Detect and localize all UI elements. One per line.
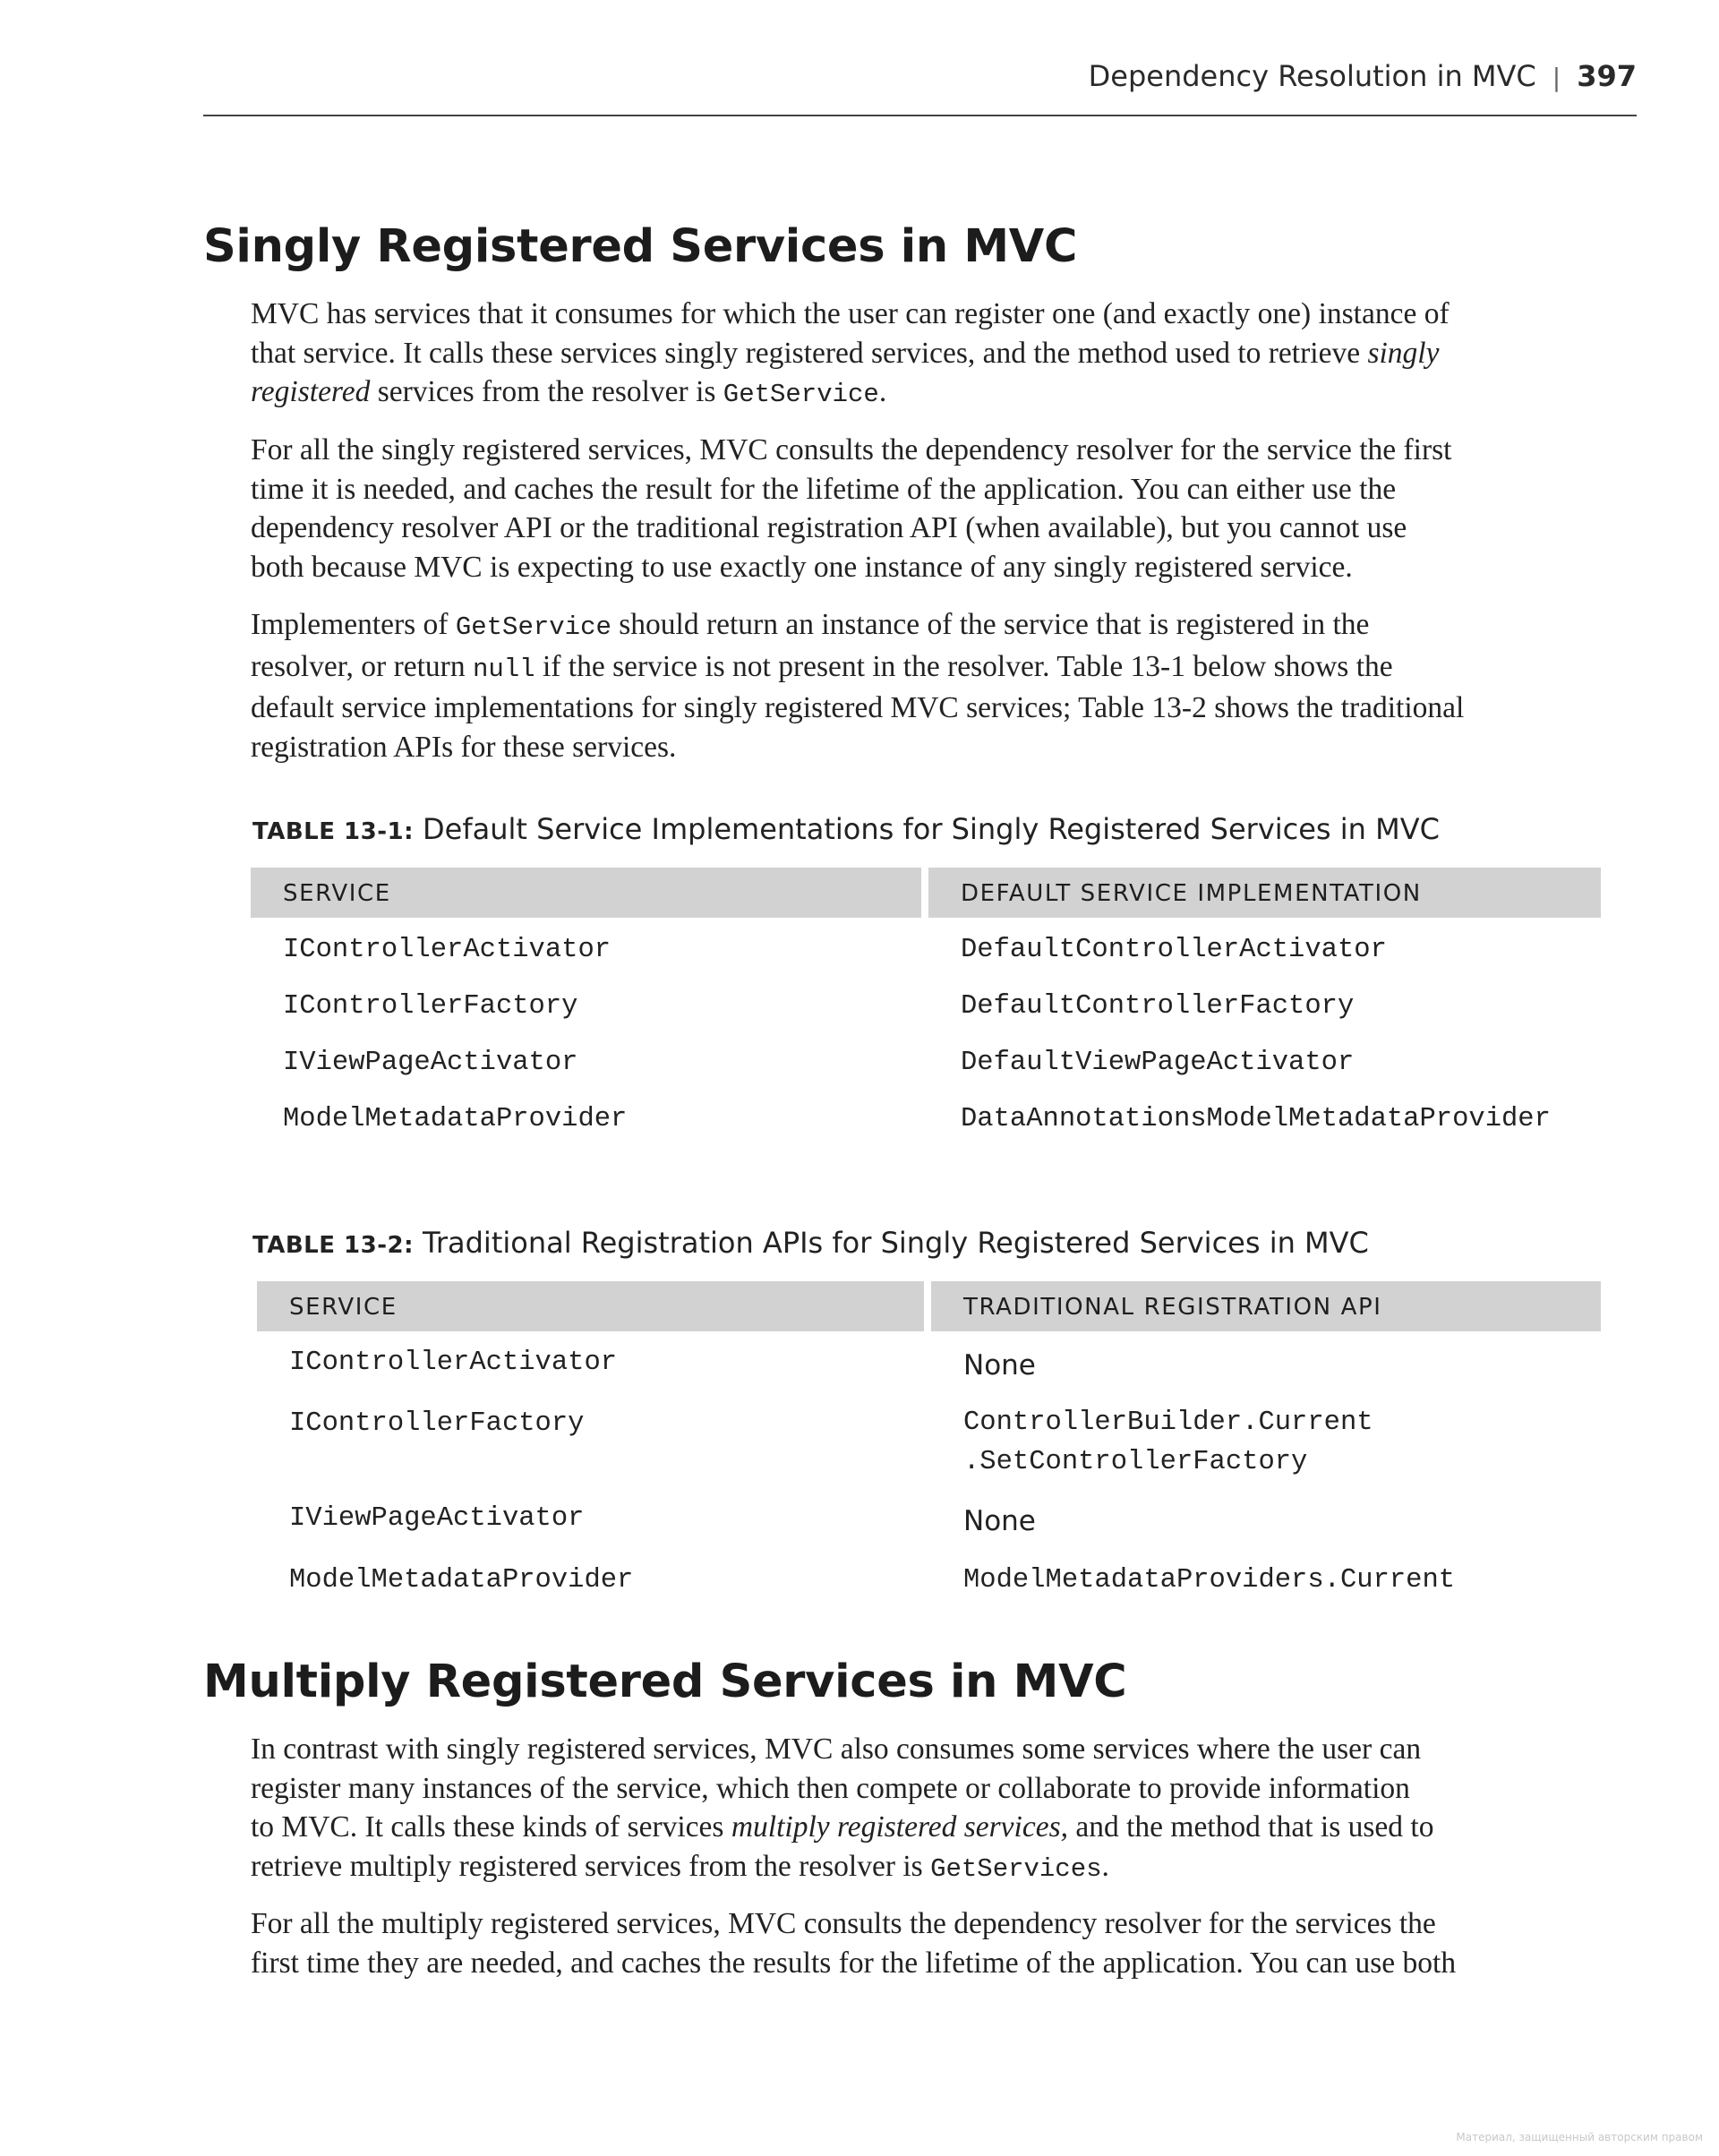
- text-line: time it is needed, and caches the result…: [251, 472, 1397, 506]
- text-line: registration APIs for these services.: [251, 730, 677, 764]
- table-2-label: TABLE 13-2:: [252, 1232, 414, 1259]
- table-1-row-service: IControllerFactory: [283, 991, 578, 1022]
- text-run: should return an instance of the service…: [611, 608, 1370, 641]
- text-line: that service. It calls these services si…: [251, 334, 1612, 373]
- table-2-row-api: None: [963, 1349, 1036, 1382]
- table-1-row-service: IControllerActivator: [283, 935, 611, 965]
- column-header: SERVICE: [289, 1294, 398, 1321]
- table-1-header-service: SERVICE: [251, 868, 921, 918]
- text-run: resolver, or return: [251, 649, 473, 683]
- table-2-header-service: SERVICE: [257, 1281, 924, 1331]
- text-run: to MVC. It calls these kinds of services: [251, 1810, 731, 1844]
- text-line: register many instances of the service, …: [251, 1771, 1410, 1805]
- text-run: retrieve multiply registered services fr…: [251, 1849, 931, 1883]
- code-getservices: GetServices: [930, 1853, 1102, 1884]
- text-line: For all the multiply registered services…: [251, 1907, 1436, 1940]
- text-line: default service implementations for sing…: [251, 691, 1465, 724]
- text-line: retrieve multiply registered services fr…: [251, 1847, 1612, 1889]
- table-1-row-implementation: DefaultControllerFactory: [961, 991, 1355, 1022]
- table-2-row-service: IViewPageActivator: [289, 1503, 585, 1534]
- running-header: Dependency Resolution in MVC | 397: [203, 52, 1637, 116]
- paragraph-singly-intro: MVC has services that it consumes for wh…: [251, 295, 1612, 415]
- text-line: registered services from the resolver is…: [251, 372, 1612, 415]
- table-1-label: TABLE 13-1:: [252, 818, 414, 845]
- text-line: In contrast with singly registered servi…: [251, 1732, 1422, 1766]
- text-run: that service. It calls these services si…: [251, 336, 1368, 370]
- emphasis: multiply registered services,: [731, 1810, 1068, 1844]
- paragraph-singly-implementers: Implementers of GetService should return…: [251, 605, 1612, 766]
- column-header: SERVICE: [283, 880, 391, 907]
- table-2-header-api: TRADITIONAL REGISTRATION API: [931, 1281, 1601, 1331]
- table-2-title: Traditional Registration APIs for Singly…: [423, 1226, 1369, 1260]
- table-2-row-service: IControllerFactory: [289, 1408, 585, 1439]
- running-title: Dependency Resolution in MVC: [1088, 59, 1536, 93]
- text-line: to MVC. It calls these kinds of services…: [251, 1808, 1612, 1847]
- code-null: null: [472, 654, 535, 684]
- text-line: For all the singly registered services, …: [251, 433, 1452, 466]
- code-getservice: GetService: [455, 612, 611, 642]
- column-header: DEFAULT SERVICE IMPLEMENTATION: [961, 880, 1422, 907]
- code-getservice: GetService: [723, 380, 879, 409]
- table-1-header-implementation: DEFAULT SERVICE IMPLEMENTATION: [928, 868, 1601, 918]
- table-1-row-service: IViewPageActivator: [283, 1048, 578, 1078]
- api-line: .SetControllerFactory: [963, 1447, 1308, 1477]
- section-heading-singly: Singly Registered Services in MVC: [203, 220, 1078, 273]
- text-line: resolver, or return null if the service …: [251, 647, 1612, 689]
- table-2-row-service: IControllerActivator: [289, 1348, 618, 1378]
- emphasis: singly: [1367, 336, 1440, 370]
- table-1-row-implementation: DefaultControllerActivator: [961, 935, 1387, 965]
- table-1-row-implementation: DefaultViewPageActivator: [961, 1048, 1355, 1078]
- text-line: both because MVC is expecting to use exa…: [251, 550, 1353, 584]
- text-line: Implementers of GetService should return…: [251, 605, 1612, 647]
- table-2-row-service: ModelMetadataProvider: [289, 1565, 634, 1596]
- paragraph-multiply-caching: For all the multiply registered services…: [251, 1904, 1612, 1982]
- table-1-caption: TABLE 13-1: Default Service Implementatio…: [252, 812, 1440, 846]
- table-2-caption: TABLE 13-2: Traditional Registration APIs…: [252, 1226, 1369, 1260]
- text-run: .: [1101, 1849, 1109, 1883]
- running-header-text: Dependency Resolution in MVC | 397: [1089, 59, 1637, 93]
- table-2-row-api: ControllerBuilder.Current .SetController…: [963, 1403, 1373, 1482]
- text-line: first time they are needed, and caches t…: [251, 1946, 1457, 1980]
- api-line: ControllerBuilder.Current: [963, 1407, 1373, 1438]
- table-1-row-implementation: DataAnnotationsModelMetadataProvider: [961, 1104, 1551, 1134]
- table-1-row-service: ModelMetadataProvider: [283, 1104, 628, 1134]
- table-2-row-api: None: [963, 1505, 1036, 1537]
- copyright-watermark: Материал, защищенный авторским правом: [1456, 2131, 1703, 2143]
- section-heading-multiply: Multiply Registered Services in MVC: [203, 1656, 1127, 1708]
- text-run: .: [878, 375, 887, 408]
- page-number: 397: [1577, 59, 1637, 93]
- text-line: dependency resolver API or the tradition…: [251, 511, 1407, 544]
- paragraph-singly-caching: For all the singly registered services, …: [251, 431, 1612, 586]
- column-header: TRADITIONAL REGISTRATION API: [963, 1294, 1382, 1321]
- header-separator: |: [1552, 63, 1561, 92]
- table-1-title: Default Service Implementations for Sing…: [423, 812, 1440, 846]
- table-2-row-api: ModelMetadataProviders.Current: [963, 1565, 1456, 1596]
- emphasis: registered: [251, 375, 371, 408]
- paragraph-multiply-intro: In contrast with singly registered servi…: [251, 1730, 1612, 1888]
- text-run: if the service is not present in the res…: [535, 649, 1393, 683]
- text-run: and the method that is used to: [1068, 1810, 1434, 1844]
- text-line: MVC has services that it consumes for wh…: [251, 297, 1450, 330]
- text-run: services from the resolver is: [370, 375, 723, 408]
- text-run: Implementers of: [251, 608, 456, 641]
